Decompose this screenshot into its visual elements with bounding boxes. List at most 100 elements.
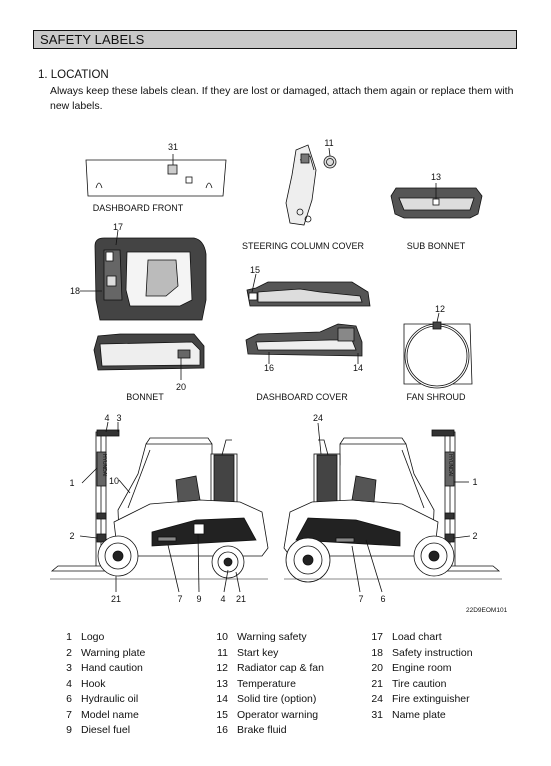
callout-15: 15 xyxy=(250,265,260,275)
callout-11: 11 xyxy=(324,138,333,148)
legend-item: 12 Radiator cap & fan xyxy=(206,662,324,678)
label-dashboard-front: DASHBOARD FRONT xyxy=(93,203,184,213)
callout-18: 18 xyxy=(70,286,80,296)
callout-7-right: 7 xyxy=(358,594,363,604)
callout-31: 31 xyxy=(168,142,178,152)
legend-label: Model name xyxy=(81,708,139,721)
legend-number: 16 xyxy=(216,724,228,736)
callout-24: 24 xyxy=(313,413,323,423)
bonnet-side-drawing xyxy=(93,333,205,380)
legend-item: 21 Tire caution xyxy=(361,678,473,694)
right-mast-logo-text: HYUNDAI xyxy=(447,454,453,477)
legend-item: 4 Hook xyxy=(50,678,145,694)
legend-number: 13 xyxy=(216,677,228,690)
legend-label: Hook xyxy=(81,677,106,690)
legend-item: 15 Operator warning xyxy=(206,709,324,725)
callout-3: 3 xyxy=(116,413,121,423)
legend-number: 31 xyxy=(371,708,383,721)
sub-bonnet-drawing xyxy=(390,183,483,219)
steering-column-cover-drawing xyxy=(285,144,337,226)
legend-number: 21 xyxy=(371,677,383,690)
legend-number: 2 xyxy=(66,646,72,659)
callout-10: 10 xyxy=(109,476,119,486)
legend-number: 1 xyxy=(66,631,72,643)
legend-label: Engine room xyxy=(392,662,452,674)
legend-number: 4 xyxy=(66,677,72,690)
dashboard-cover-top-drawing xyxy=(246,273,371,307)
section-header-bar: SAFETY LABELS xyxy=(33,30,517,49)
legend-number: 18 xyxy=(371,646,383,659)
callout-9: 9 xyxy=(196,594,201,604)
legend-item: 1 Logo xyxy=(50,631,145,647)
legend-label: Brake fluid xyxy=(237,724,287,736)
figure-code: 22D9EOM101 xyxy=(466,607,508,614)
callout-1-right: 1 xyxy=(472,477,477,487)
legend-label: Logo xyxy=(81,631,105,643)
callout-1-left: 1 xyxy=(69,478,74,488)
legend-item: 18 Safety instruction xyxy=(361,646,473,663)
callout-6: 6 xyxy=(380,594,385,604)
callout-7-left: 7 xyxy=(177,594,182,604)
legend-label: Hand caution xyxy=(81,662,143,674)
legend-item: 7 Model name xyxy=(50,709,145,725)
legend-label: Name plate xyxy=(392,708,446,721)
label-sub-bonnet: SUB BONNET xyxy=(407,241,466,251)
bonnet-top-drawing xyxy=(80,229,207,321)
fan-shroud-drawing xyxy=(403,312,473,389)
legend-label: Temperature xyxy=(237,677,296,690)
page-title: SAFETY LABELS xyxy=(40,32,145,47)
section-body-text: Always keep these labels clean. If they … xyxy=(50,85,514,112)
legend-number: 14 xyxy=(216,693,228,705)
legend-item: 13 Temperature xyxy=(206,678,324,694)
callout-2-right: 2 xyxy=(472,531,477,541)
legend-label: Tire caution xyxy=(392,677,447,690)
callout-12: 12 xyxy=(435,304,445,314)
legend-number: 7 xyxy=(66,708,72,721)
callout-21-left: 21 xyxy=(111,594,121,604)
legend-number: 15 xyxy=(216,708,228,721)
dashboard-cover-bottom-drawing xyxy=(245,323,363,364)
legend-item: 3 Hand caution xyxy=(50,662,145,678)
callout-14: 14 xyxy=(353,363,363,373)
legend-number: 9 xyxy=(66,724,72,736)
legend-label: Load chart xyxy=(392,631,442,643)
legend-item: 31 Name plate xyxy=(361,709,473,725)
legend-item: 17 Load chart xyxy=(361,631,473,647)
label-fan-shroud: FAN SHROUD xyxy=(406,392,466,402)
legend-label: Start key xyxy=(237,646,279,659)
callout-4-bottom: 4 xyxy=(220,594,225,604)
legend-number: 17 xyxy=(371,631,383,643)
callout-13: 13 xyxy=(431,172,441,182)
legend-item: 16 Brake fluid xyxy=(206,724,324,740)
legend-label: Radiator cap & fan xyxy=(237,662,324,674)
legend-label: Safety instruction xyxy=(392,646,473,659)
legend-number: 3 xyxy=(66,662,72,674)
callout-20: 20 xyxy=(176,382,186,392)
left-forklift-drawing xyxy=(50,421,269,593)
callout-2-left: 2 xyxy=(69,531,74,541)
callout-21-mid: 21 xyxy=(236,594,246,604)
legend-label: Hydraulic oil xyxy=(81,693,139,705)
legend-label: Operator warning xyxy=(237,708,319,721)
left-mast-logo-text: HYUNDAI xyxy=(101,454,107,477)
section-heading: 1. LOCATION xyxy=(38,69,109,81)
callout-17: 17 xyxy=(113,222,123,232)
legend-label: Warning safety xyxy=(237,631,307,643)
legend-item: 14 Solid tire (option) xyxy=(206,693,324,709)
label-bonnet: BONNET xyxy=(126,392,164,402)
legend-label: Fire extinguisher xyxy=(392,693,470,705)
callout-4-top: 4 xyxy=(104,413,109,423)
legend-label: Solid tire (option) xyxy=(237,693,317,705)
legend-number: 12 xyxy=(216,662,228,674)
